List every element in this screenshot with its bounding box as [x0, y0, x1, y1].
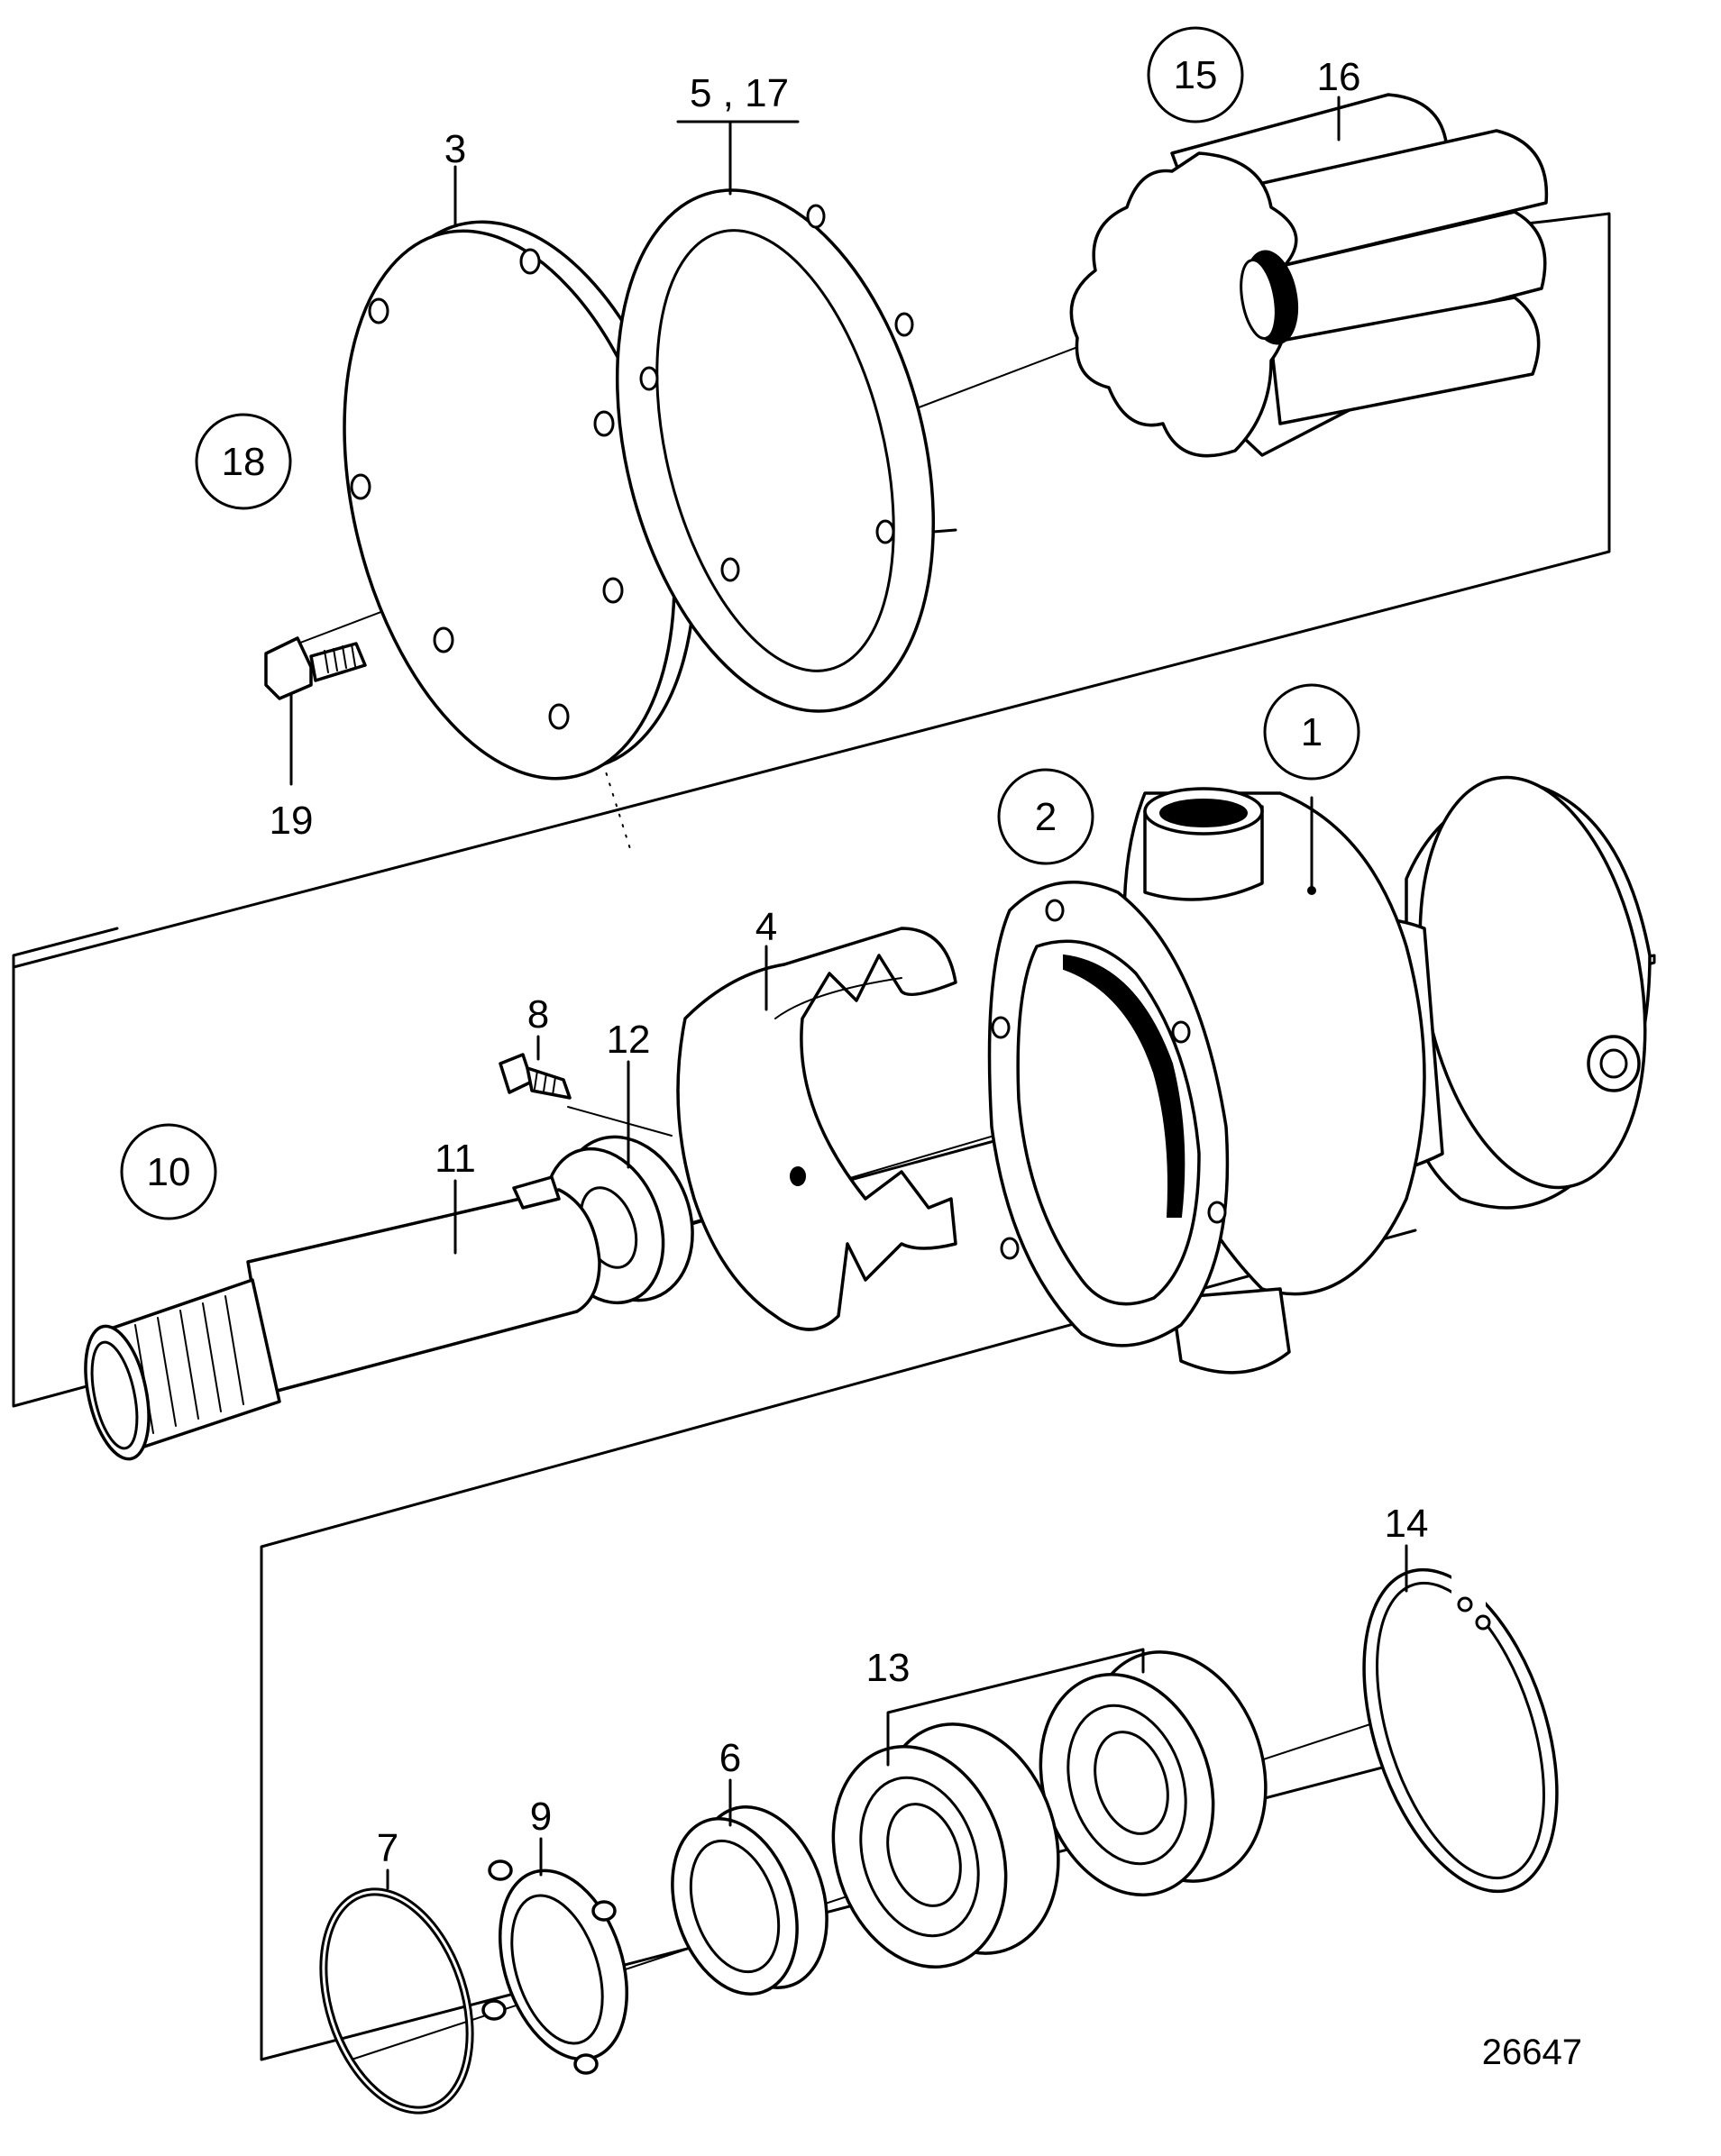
- leader-13: [886, 1648, 1145, 1767]
- label-15: 15: [1174, 53, 1218, 97]
- label-16: 16: [1317, 55, 1361, 99]
- bearing-13-front: [831, 1722, 1060, 1969]
- callout-circle-18: [195, 413, 292, 510]
- pump-housing-1: [987, 775, 1652, 1375]
- label-6: 6: [719, 1736, 741, 1780]
- callout-circle-1: [1263, 683, 1360, 781]
- label-4: 4: [755, 905, 777, 949]
- label-2: 2: [1035, 795, 1057, 839]
- label-5-17: 5 , 17: [690, 71, 789, 115]
- callout-circle-15: [1147, 26, 1244, 123]
- o-ring-7: [319, 1887, 474, 2115]
- upper-panel-outline: [12, 212, 1611, 969]
- circlip-14: [1362, 1567, 1559, 1894]
- axis-screw-8: [567, 1106, 673, 1137]
- screw-19: [264, 636, 367, 700]
- retainer-plate-9: [481, 1859, 629, 2075]
- label-13: 13: [866, 1646, 911, 1690]
- label-19: 19: [270, 799, 314, 843]
- cam-sleeve-4: [676, 927, 957, 1331]
- gasket-5-17: [615, 188, 957, 713]
- label-14: 14: [1385, 1502, 1429, 1546]
- label-3: 3: [444, 127, 466, 171]
- label-10: 10: [147, 1150, 191, 1194]
- shaft-11: [84, 1175, 601, 1461]
- label-11: 11: [435, 1137, 476, 1181]
- screw-8: [499, 1053, 572, 1100]
- callout-circle-2: [997, 768, 1094, 865]
- label-8: 8: [527, 992, 549, 1037]
- callout-circle-10: [120, 1123, 217, 1220]
- seal-6: [671, 1805, 828, 1996]
- label-9: 9: [530, 1795, 552, 1839]
- label-1: 1: [1301, 710, 1323, 754]
- label-7: 7: [377, 1826, 398, 1870]
- label-18: 18: [222, 440, 266, 484]
- label-12: 12: [607, 1018, 651, 1062]
- drawing-reference-number: 26647: [1482, 2033, 1582, 2072]
- cover-plate-3: [343, 220, 697, 781]
- impeller-16: [1069, 93, 1549, 458]
- bearing-13-rear: [1039, 1650, 1268, 1896]
